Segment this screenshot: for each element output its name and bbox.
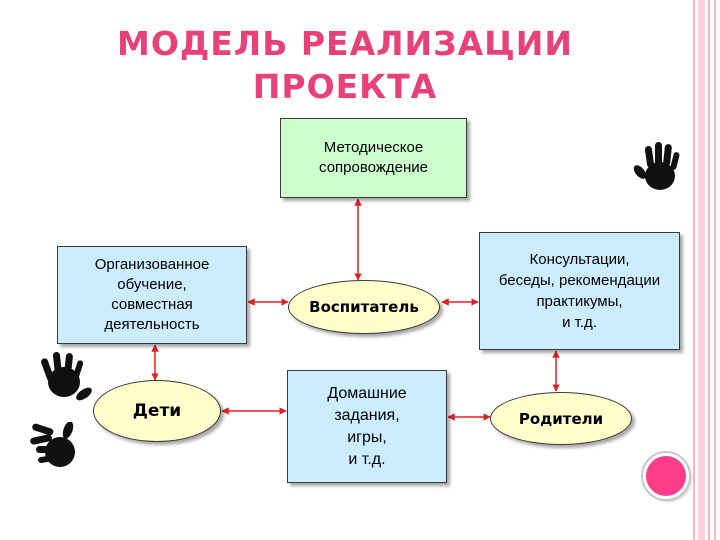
node-children: Дети <box>93 380 221 442</box>
hand-print-icon <box>633 142 680 190</box>
box-text-line: обучение, <box>117 276 187 293</box>
box-text-line: Методическое <box>323 139 424 156</box>
decor-stripe <box>714 0 716 540</box>
decor-stripe <box>708 0 710 540</box>
box-consultations: Консультации, беседы, рекомендации практ… <box>479 232 680 350</box>
box-text-line: сопровождение <box>319 159 428 176</box>
node-parents: Родители <box>490 392 632 445</box>
box-text-line: Консультации, <box>529 251 630 268</box>
box-methodical-support: Методическое сопровождение <box>280 118 467 198</box>
node-educator-label: Воспитатель <box>309 298 419 316</box>
box-homework: Домашние задания, игры, и т.д. <box>287 370 447 483</box>
box-text-line: и т.д. <box>348 450 386 468</box>
box-text-line: совместная <box>111 296 193 313</box>
decor-stripe <box>693 0 695 540</box>
box-text-line: Организованное <box>94 256 210 273</box>
box-text-line: и т.д. <box>562 314 597 331</box>
box-text-line: задания, <box>334 406 400 424</box>
decor-stripe <box>698 0 705 540</box>
box-text-line: деятельность <box>104 316 200 333</box>
box-organized-learning: Организованное обучение, совместная деят… <box>57 246 247 344</box>
hand-print-icon <box>30 422 75 467</box>
node-educator: Воспитатель <box>288 280 440 334</box>
box-text-line: игры, <box>347 428 387 446</box>
title-line-2: ПРОЕКТА <box>252 67 438 106</box>
box-text-line: Домашние <box>327 384 407 402</box>
box-text-line: беседы, рекомендации <box>498 272 661 289</box>
node-children-label: Дети <box>132 401 182 421</box>
decor-pink-dot <box>643 453 689 499</box>
slide-title: МОДЕЛЬ РЕАЛИЗАЦИИ ПРОЕКТА <box>0 22 690 108</box>
title-line-1: МОДЕЛЬ РЕАЛИЗАЦИИ <box>116 24 573 63</box>
node-parents-label: Родители <box>518 409 604 428</box>
box-text-line: практикумы, <box>536 293 623 310</box>
hand-print-icon <box>41 351 92 401</box>
